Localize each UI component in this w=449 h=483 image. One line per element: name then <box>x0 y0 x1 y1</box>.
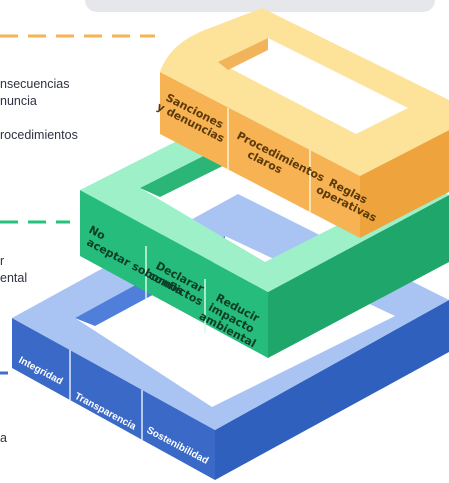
left-note-top-3: rocedimientos <box>0 128 78 142</box>
bottom-front-face <box>12 318 215 480</box>
top-banner <box>85 0 435 12</box>
top-right-face <box>360 130 449 238</box>
middle-right-face <box>268 195 449 358</box>
bottom-right-face <box>215 300 449 480</box>
left-note-top-1: nsecuencias <box>0 77 70 91</box>
left-note-mid-2: ental <box>0 271 28 285</box>
top-top-face <box>160 8 449 176</box>
top-layer-procedimientos <box>160 8 449 238</box>
middle-front-face <box>80 190 268 358</box>
middle-top-face <box>80 100 449 292</box>
left-note-top-2: nuncia <box>0 94 37 108</box>
left-note-mid-1: r <box>0 254 5 268</box>
top-inner-wall <box>218 38 268 70</box>
left-note-bottom-1: a <box>0 431 7 445</box>
